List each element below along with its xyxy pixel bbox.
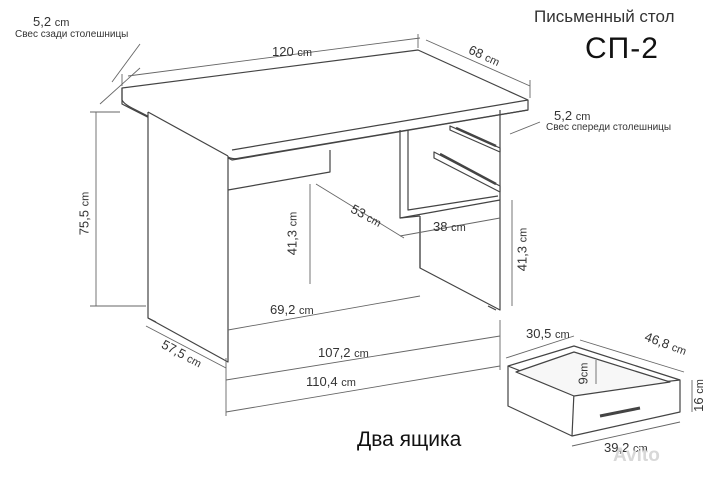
drawers-caption: Два ящика: [357, 428, 462, 451]
back-panel: [227, 150, 331, 191]
inner-width-label: 107,2 cm: [318, 345, 369, 360]
front-overhang-label: 5,2 cm: [554, 108, 591, 123]
runner-bottom: [433, 151, 501, 193]
rear-overhang-label: 5,2 cm: [33, 14, 70, 29]
left-panel: [147, 112, 229, 363]
shelf-height-label: 41,3 cm: [514, 227, 530, 272]
total-height-label: 75,5 cm: [76, 191, 92, 236]
drawer-front-width-label: 39,2 cm: [604, 440, 648, 455]
drawer-inner-height-label: 9cm: [575, 362, 591, 385]
drawer-height-label: 16 cm: [690, 379, 706, 412]
shelf-width-label: 38 cm: [433, 219, 466, 234]
watermark: Avito: [613, 445, 660, 466]
outer-width-label: 110,4 cm: [306, 374, 356, 389]
drawer-width-label: 30,5 cm: [526, 326, 570, 341]
knee-width-label: 69,2 cm: [270, 302, 314, 317]
rear-overhang-note: Свес сзади столешницы: [15, 29, 129, 40]
product-title: Письменный стол: [534, 7, 675, 26]
model-code: СП-2: [585, 32, 659, 65]
top-width-label: 120 cm: [272, 44, 312, 59]
front-overhang-note: Свес спереди столешницы: [546, 122, 672, 133]
knee-height-label: 41,3 cm: [284, 211, 300, 256]
